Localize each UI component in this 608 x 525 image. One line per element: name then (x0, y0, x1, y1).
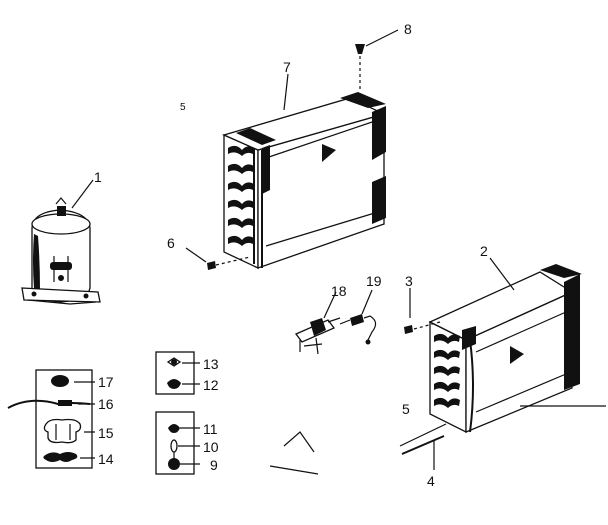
stray-mark (283, 431, 315, 453)
upper-coil (222, 92, 386, 270)
compressor (21, 197, 101, 305)
callout-12: 12 (203, 377, 219, 393)
callout-9: 9 (210, 457, 218, 473)
callout-16: 16 (98, 396, 114, 412)
callout-14: 14 (98, 451, 114, 467)
lower-coil (399, 264, 606, 470)
callout-17: 17 (98, 374, 114, 390)
parts-bag-left (7, 369, 95, 469)
valve-assembly (294, 291, 341, 355)
parts-bag-lower (155, 411, 200, 475)
screw-top (355, 29, 399, 92)
callout-19: 19 (366, 273, 382, 289)
stray-line (269, 465, 319, 475)
callout-6: 6 (167, 235, 175, 251)
leader-1 (71, 179, 94, 209)
parts-bag-middle (155, 351, 200, 395)
callout-15: 15 (98, 425, 114, 441)
leader-7 (283, 73, 289, 111)
callout-11: 11 (203, 421, 218, 437)
callout-7: 7 (283, 59, 291, 75)
callout-10: 10 (203, 439, 219, 455)
valve-part (339, 289, 377, 345)
callout-4: 4 (427, 473, 435, 489)
callout-2: 2 (480, 243, 488, 259)
stray-mark-label: 5 (180, 102, 186, 113)
callout-1: 1 (94, 169, 102, 185)
callout-5: 5 (402, 401, 410, 417)
callout-18: 18 (331, 283, 347, 299)
callout-13: 13 (203, 356, 219, 372)
screw-left (185, 247, 251, 270)
leader-2 (489, 257, 515, 291)
callout-8: 8 (404, 21, 412, 37)
screw-right (404, 288, 441, 334)
callout-3: 3 (405, 273, 413, 289)
